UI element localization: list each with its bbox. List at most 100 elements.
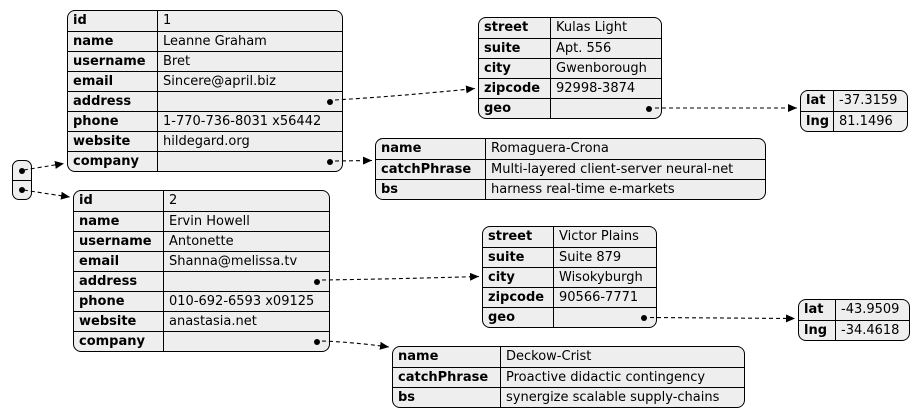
object-ref-bullet-icon [646,105,652,112]
address2-table: street Victor Plains suite Suite 879 city W… [482,226,657,328]
value-cell: Deckow-Crist [506,349,592,364]
key-cell: phone [68,112,158,131]
value-cell: Multi-layered client-server neural-net [491,162,734,177]
value-cell: hildegard.org [163,134,250,149]
value-cell: Suite 879 [559,250,622,265]
key-cell: bs [376,180,486,199]
object-ref-bullet-icon [327,98,333,105]
key-cell: username [68,52,158,71]
key-cell: street [483,227,554,247]
table-row: bs harness real-time e-markets [376,179,765,199]
key-cell: email [68,72,158,91]
table-row: catchPhrase Multi-layered client-server n… [376,159,765,179]
value-cell: Romaguera-Crona [491,141,609,156]
value-cell: Shanna@melissa.tv [169,254,298,269]
key-cell: company [68,152,158,171]
value-cell: Wisokyburgh [559,270,643,285]
table-row: name Romaguera-Crona [376,139,765,159]
object-ref-bullet-icon [314,338,320,345]
value-cell [164,332,329,351]
value-cell: -37.3159 [839,93,898,108]
table-row: company [68,151,342,171]
value-cell: Kulas Light [556,20,628,35]
key-cell: email [74,252,164,271]
table-row: website anastasia.net [74,311,329,331]
company1-table: name Romaguera-Crona catchPhrase Multi-lay… [375,138,766,200]
value-cell: Ervin Howell [169,214,250,229]
table-row: geo [483,307,656,327]
table-row: address [74,271,329,291]
edge-user2-company-to-company2 [321,340,390,350]
table-row: catchPhrase Proactive didactic contingenc… [393,367,744,387]
key-cell: zipcode [483,288,554,307]
value-cell: anastasia.net [169,314,257,329]
root-array-node [12,160,32,200]
table-row: city Wisokyburgh [483,267,656,287]
table-row: name Deckow-Crist [393,347,744,367]
geo2-table: lat -43.9509 lng-34.4618 [798,299,910,341]
value-cell [158,152,342,171]
table-row: email Shanna@melissa.tv [74,251,329,271]
key-cell: catchPhrase [393,368,501,387]
value-cell: -43.9509 [841,302,900,317]
key-cell: catchPhrase [376,160,486,179]
key-cell: website [74,312,164,331]
value-cell: Victor Plains [559,229,639,244]
table-row: lat -43.9509 [799,300,909,320]
key-cell: lat [799,300,836,320]
table-row: street Kulas Light [479,18,661,38]
key-cell: website [68,132,158,151]
value-cell: Antonette [169,234,234,249]
key-cell: lat [801,91,834,111]
key-cell: address [68,92,158,111]
table-row: geo [479,98,661,118]
object-ref-bullet-icon [19,187,25,193]
table-row: street Victor Plains [483,227,656,247]
key-cell: suite [483,248,554,267]
value-cell: Bret [163,54,191,69]
key-cell: name [68,32,158,51]
value-cell: 2 [169,193,178,208]
value-cell [554,308,656,327]
table-row: lng-34.4618 [799,320,909,340]
table-row: username Bret [68,51,342,71]
value-cell: 90566-7771 [559,290,639,305]
value-cell: 010-692-6593 x09125 [169,294,315,309]
key-cell: street [479,18,551,38]
edge-address2-geo-to-geo2 [649,314,796,323]
edge-user1-address-to-address1 [334,85,476,101]
key-cell: zipcode [479,79,551,98]
value-cell: harness real-time e-markets [491,182,675,197]
value-cell: -34.4618 [841,323,900,338]
key-cell: city [479,59,551,78]
table-row: id 1 [68,11,342,31]
value-cell [551,99,661,118]
key-cell: geo [483,308,554,327]
object-ref-bullet-icon [19,167,25,174]
table-row: name Leanne Graham [68,31,342,51]
root-array-element-1 [13,180,31,199]
object-ref-bullet-icon [327,158,333,165]
value-cell [164,272,329,291]
value-cell: 81.1496 [839,114,893,129]
key-cell: company [74,332,164,351]
key-cell: city [483,268,554,287]
value-cell: 1 [163,13,172,28]
value-cell: Proactive didactic contingency [506,370,706,385]
value-cell: Leanne Graham [163,34,267,49]
key-cell: name [376,139,486,159]
key-cell: id [68,11,158,31]
key-cell: name [393,347,501,367]
table-row: lat -37.3159 [801,91,907,111]
